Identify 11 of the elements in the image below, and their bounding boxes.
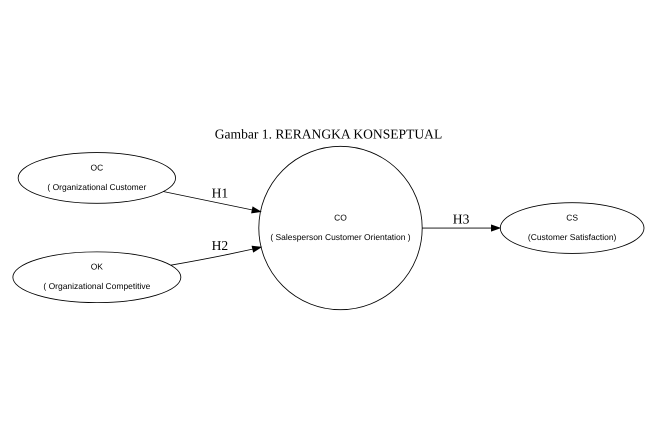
arrow [162, 190, 262, 213]
edge-label: H3 [452, 211, 470, 226]
node-ellipse: OK ( Organizational Competitive [12, 250, 182, 303]
node-ellipse: OC ( Organizational Customer [18, 152, 176, 204]
node-ellipse: CS (Customer Satisfaction) [500, 202, 644, 254]
edge-label: H2 [212, 237, 228, 252]
arrow [422, 224, 502, 232]
arrow [170, 245, 262, 266]
edge-label: H1 [212, 184, 228, 200]
diagram-title: Gambar 1. RERANGKA KONSEPTUAL [214, 126, 442, 142]
node-circle: CO ( Salesperson Customer Orientation ) [258, 145, 423, 310]
